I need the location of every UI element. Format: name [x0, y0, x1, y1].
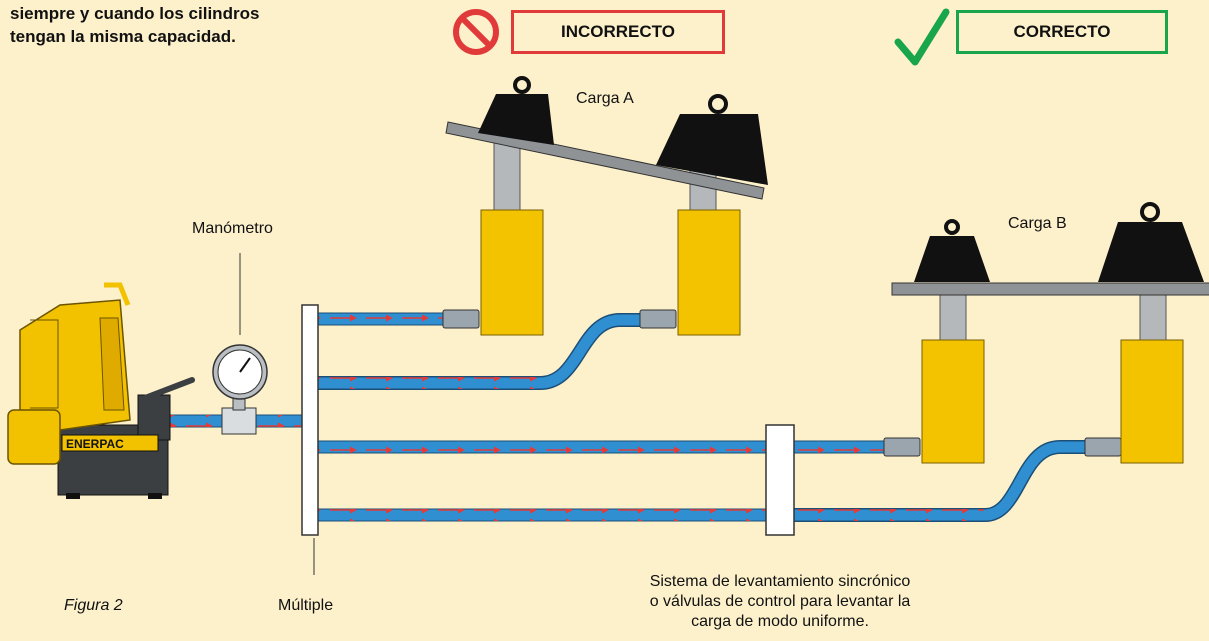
load-a-assembly [445, 76, 768, 336]
hoses [164, 312, 1085, 522]
figure-caption: Figura 2 [64, 597, 123, 614]
sync-note-line-1: Sistema de levantamiento sincrónico [649, 573, 911, 590]
load-a-label: Carga A [576, 90, 634, 107]
load-b-assembly [891, 202, 1209, 464]
intro-line-2: tengan la misma capacidad. [10, 27, 236, 46]
pressure-gauge [212, 344, 268, 435]
checkmark-icon [894, 8, 950, 66]
intro-line-1: siempre y cuando los cilindros [10, 4, 260, 23]
manifold-label: Múltiple [278, 597, 334, 614]
weight-icon [914, 219, 990, 282]
enerpac-pump: ENERPAC [7, 282, 195, 499]
correct-badge: CORRECTO [956, 10, 1168, 54]
incorrect-badge: INCORRECTO [511, 10, 725, 54]
pump-brand-label: ENERPAC [66, 437, 124, 451]
weight-icon [656, 94, 768, 185]
intro-text: siempre y cuando los cilindros tengan la… [10, 2, 259, 48]
gauge-label: Manómetro [192, 220, 273, 237]
weight-icon [478, 76, 554, 145]
sync-note: Sistema de levantamiento sincrónico o vá… [570, 572, 990, 632]
sync-note-line-2: o válvulas de control para levantar la [649, 593, 911, 610]
manifold-block [301, 304, 319, 536]
prohibited-icon [453, 9, 499, 55]
couplers [442, 309, 1122, 457]
sync-valve-block [765, 424, 795, 536]
load-b-label: Carga B [1008, 215, 1067, 232]
sync-note-line-3: carga de modo uniforme. [691, 613, 869, 630]
weight-icon [1098, 202, 1204, 282]
